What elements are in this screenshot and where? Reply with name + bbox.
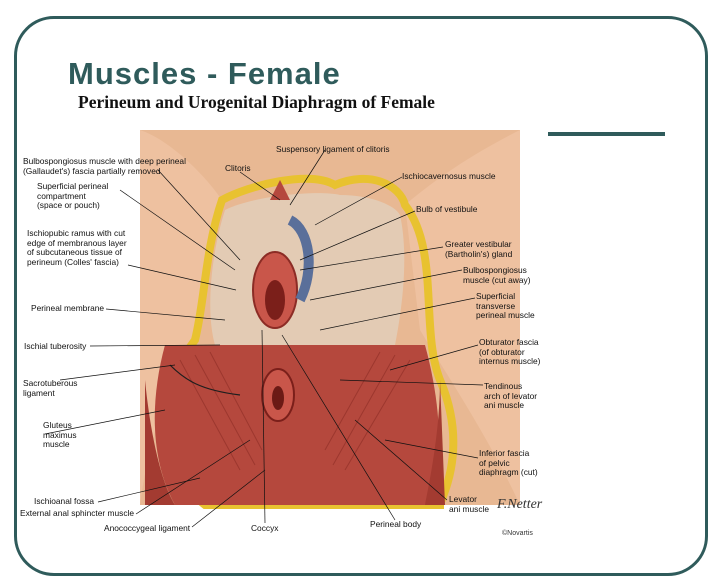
label-clitoris: Clitoris <box>225 163 251 173</box>
label-inferior-fascia: Inferior fascia of pelvic diaphragm (cut… <box>479 448 538 478</box>
leader-lines <box>44 149 484 528</box>
label-bulbospongiosus-deep: Bulbospongiosus muscle with deep perinea… <box>23 156 186 176</box>
label-tendinous-arch: Tendinous arch of levator ani muscle <box>484 381 538 411</box>
label-suspensory-ligament: Suspensory ligament of clitoris <box>276 144 390 154</box>
label-perineal-body: Perineal body <box>370 519 422 529</box>
label-perineal-membrane: Perineal membrane <box>31 303 105 313</box>
sacrotuberous-line <box>169 364 241 396</box>
artist-signature: F.Netter <box>497 497 543 512</box>
label-obturator-fascia: Obturator fascia (of obturator internus … <box>479 337 541 367</box>
figure-title: Perineum and Urogenital Diaphragm of Fem… <box>78 92 435 112</box>
label-bulb-of-vestibule: Bulb of vestibule <box>416 204 478 214</box>
label-levator-ani: Levator ani muscle <box>449 494 490 514</box>
label-superficial-transverse: Superficial transverse perineal muscle <box>476 291 535 321</box>
slide-title: Muscles - Female <box>68 56 341 91</box>
label-gluteus-maximus: Gluteus maximus muscle <box>43 420 77 450</box>
right-gluteus <box>425 380 445 505</box>
anal-lumen <box>272 386 284 410</box>
vaginal-lumen <box>265 280 285 320</box>
bulb-of-vestibule <box>287 215 314 303</box>
label-bulbospongiosus-cut: Bulbospongiosus muscle (cut away) <box>463 265 531 285</box>
muscle-fibers <box>179 351 411 471</box>
label-ischiopubic-ramus: Ischiopubic ramus with cut edge of membr… <box>27 228 127 267</box>
fat-border <box>161 174 458 509</box>
label-ischial-tuberosity: Ischial tuberosity <box>24 341 87 351</box>
clitoris-shape <box>270 180 290 200</box>
left-gluteus <box>145 380 175 505</box>
label-ischiocavernosus: Ischiocavernosus muscle <box>402 171 496 181</box>
label-coccyx: Coccyx <box>251 523 279 533</box>
label-superficial-compartment: Superficial perineal compartment (space … <box>37 181 109 211</box>
label-greater-vestibular: Greater vestibular (Bartholin's) gland <box>445 239 513 259</box>
label-ischioanal-fossa: Ischioanal fossa <box>34 496 95 506</box>
anatomical-illustration <box>44 130 520 528</box>
title-accent-bar <box>541 132 665 136</box>
label-anococcygeal: Anococcygeal ligament <box>104 523 191 533</box>
right-thigh <box>405 130 520 505</box>
label-external-anal-sphincter: External anal sphincter muscle <box>20 508 135 518</box>
copyright-notice: ©Novartis <box>502 530 533 537</box>
pelvic-diaphragm <box>154 345 440 505</box>
label-sacrotuberous: Sacrotuberous ligament <box>23 378 78 398</box>
